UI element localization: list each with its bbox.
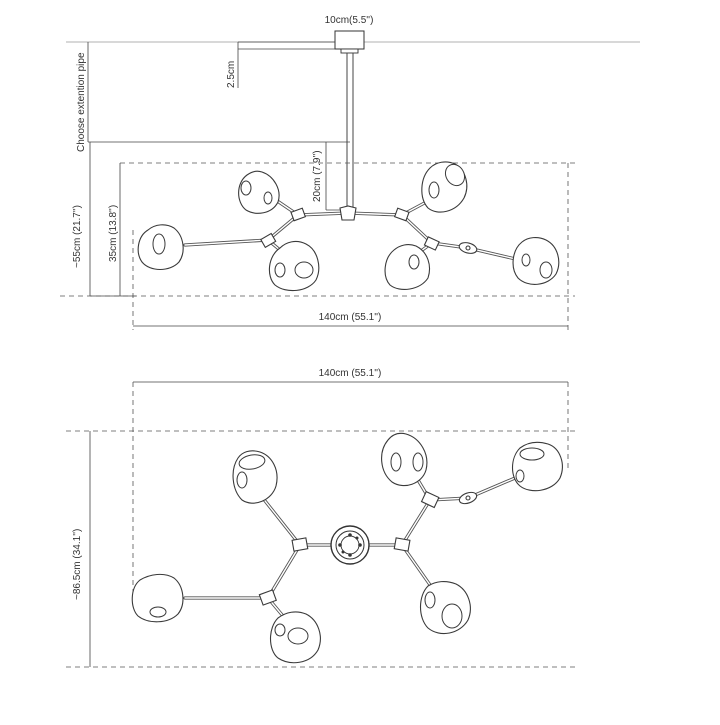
side-globe-lower-left [268,240,320,292]
top-view: 140cm (55.1'') ~86.5cm (34.1'') [66,368,575,668]
top-width-label: 140cm (55.1'') [319,368,382,379]
body-height-label: 35cm (13.8'') [108,205,119,262]
side-joints [260,205,478,254]
top-globe-upper-mid [381,432,428,487]
top-globe-upper-left [232,450,278,504]
side-view: 10cm(5.5'') 2.5cm Choose extention pipe … [60,15,640,330]
canopy-collar [340,48,359,54]
extension-pipe-label: Choose extention pipe [76,52,87,152]
total-height-label: ~55cm (21.7'') [72,205,83,268]
canopy-width-label: 10cm(5.5'') [325,15,374,26]
side-globe-right [512,237,560,285]
canopy [334,30,365,50]
side-globe-upper-left [238,170,280,214]
side-globe-upper-right [421,161,468,213]
top-joints [258,490,478,606]
side-globe-left [137,224,184,271]
top-globe-lower-right [419,581,471,635]
side-width-label: 140cm (55.1'') [319,312,382,323]
top-globe-left [131,573,184,623]
top-canopy [330,525,370,565]
side-globe-lower-right [384,244,431,291]
top-globe-upper-right [511,441,563,492]
top-globe-lower-left [269,611,321,664]
canopy-height-label: 2.5cm [226,61,237,88]
stem-length-label: 20cm (7.9'') [312,150,323,202]
top-depth-label: ~86.5cm (34.1'') [72,529,83,600]
